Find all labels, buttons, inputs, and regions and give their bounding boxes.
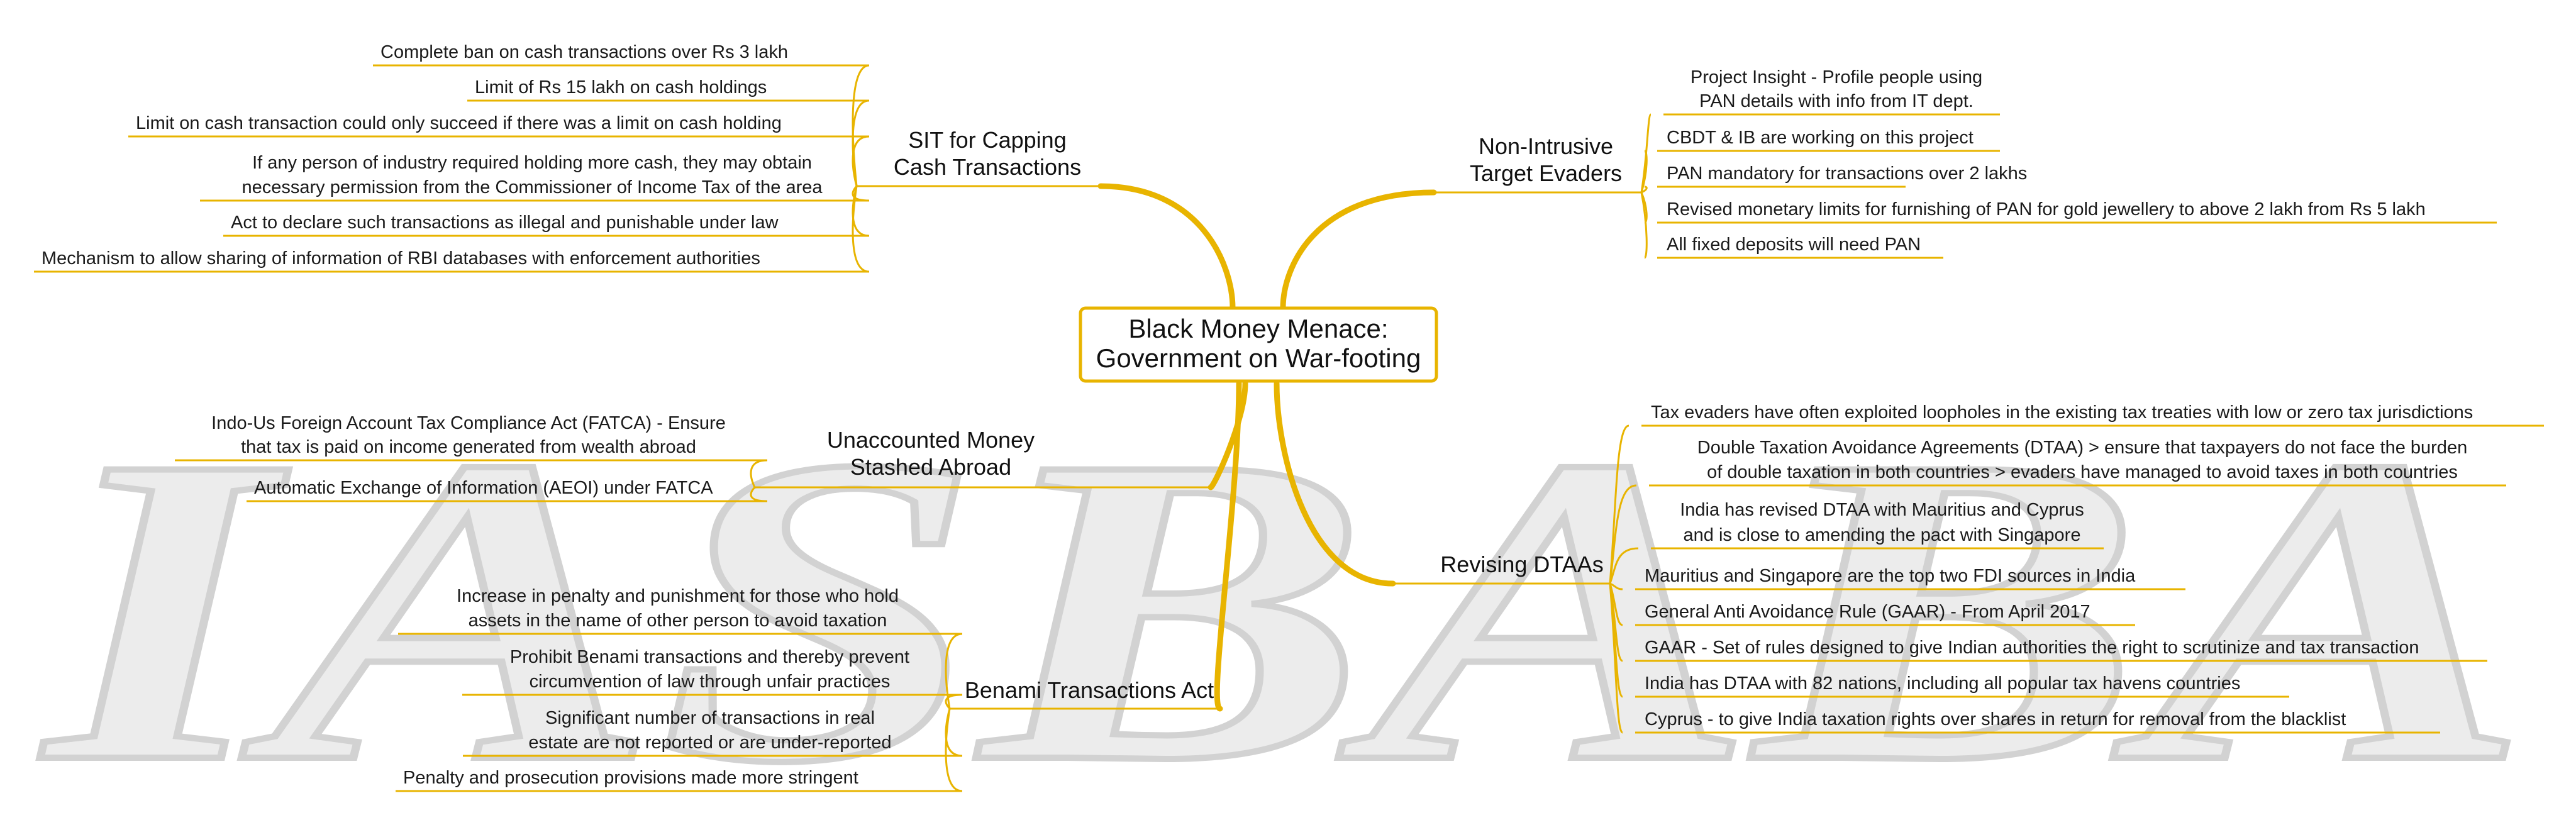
leaf-text: Mauritius and Singapore are the top two … [1645,566,2136,586]
leaf-connector [1609,547,1639,584]
leaf-node[interactable]: Double Taxation Avoidance Agreements (DT… [1609,438,2506,584]
leaf-text: Penalty and prosecution provisions made … [403,768,858,788]
leaf-node[interactable]: Limit on cash transaction could only suc… [128,113,870,187]
topic-label-line: Target Evaders [1470,160,1622,186]
leaf-text: Limit on cash transaction could only suc… [136,113,782,133]
leaf-connector [1609,582,1623,590]
leaf-node[interactable]: Indo-Us Foreign Account Tax Compliance A… [175,413,768,488]
topic-label-line: Revising DTAAs [1440,551,1603,577]
branch-connector-unaccounted [1208,380,1248,490]
topic-label-line: Non-Intrusive [1479,133,1613,159]
leaf-node[interactable]: Increase in penalty and punishment for t… [398,586,963,709]
leaf-text: Prohibit Benami transactions and thereby… [510,647,909,667]
leaf-connector [852,185,870,273]
leaf-node[interactable]: India has revised DTAA with Mauritius an… [1609,500,2104,584]
leaf-text: If any person of industry required holdi… [252,153,812,173]
leaf-text: Revised monetary limits for furnishing o… [1667,199,2426,219]
leaf-text: and is close to amending the pact with S… [1684,525,2081,545]
leaf-connector [945,633,963,709]
leaf-text: Automatic Exchange of Information (AEOI)… [254,478,713,498]
leaf-node[interactable]: All fixed deposits will need PAN [1640,192,1943,259]
leaf-node[interactable]: Automatic Exchange of Information (AEOI)… [247,478,768,502]
topic-label-line: Stashed Abroad [850,454,1011,480]
leaf-connector [1609,583,1624,734]
central-topic[interactable]: Black Money Menace: Government on War-fo… [1079,306,1438,383]
leaf-text: Double Taxation Avoidance Agreements (DT… [1697,438,2467,458]
leaf-text: assets in the name of other person to av… [469,611,887,631]
topic-benami[interactable]: Benami Transactions Act [950,677,1220,710]
leaf-text: Significant number of transactions in re… [545,708,875,728]
leaf-node[interactable]: Project Insight - Profile people usingPA… [1640,67,2000,193]
leaf-connector [852,64,870,187]
central-topic-line-1: Black Money Menace: [1128,314,1388,343]
leaf-node[interactable]: PAN mandatory for transactions over 2 la… [1641,163,2027,194]
branch-connector-sit [1097,183,1236,311]
leaf-text: General Anti Avoidance Rule (GAAR) - Fro… [1645,602,2090,622]
leaf-node[interactable]: Revised monetary limits for furnishing o… [1640,192,2497,224]
leaf-text: PAN details with info from IT dept. [1699,91,1974,111]
leaf-text: India has revised DTAA with Mauritius an… [1680,500,2084,520]
leaf-text: Act to declare such transactions as ille… [231,213,779,233]
leaf-text: circumvention of law through unfair prac… [530,672,891,692]
branch-connector-benami [1214,380,1242,712]
leaf-node[interactable]: Cyprus - to give India taxation rights o… [1609,583,2440,734]
leaf-connector [945,708,963,792]
topic-dtaa[interactable]: Revising DTAAs [1393,551,1610,585]
leaf-text: Complete ban on cash transactions over R… [380,42,788,62]
leaf-connector [1609,484,1637,584]
leaf-text: GAAR - Set of rules designed to give Ind… [1645,638,2419,658]
leaf-node[interactable]: Mechanism to allow sharing of informatio… [34,185,870,273]
leaf-text: estate are not reported or are under-rep… [528,733,891,753]
leaf-node[interactable]: Tax evaders have often exploited loophol… [1609,402,2544,584]
leaf-text: All fixed deposits will need PAN [1667,235,1921,255]
leaf-connector [1609,424,1629,584]
leaf-node[interactable]: If any person of industry required holdi… [200,153,870,202]
leaf-node[interactable]: CBDT & IB are working on this project [1640,128,2000,193]
leaf-text: of double taxation in both countries > e… [1707,462,2458,482]
branch-connector-nonintrusive [1280,189,1437,311]
leaf-text: Increase in penalty and punishment for t… [457,586,899,606]
leaf-node[interactable]: General Anti Avoidance Rule (GAAR) - Fro… [1609,583,2135,626]
leaf-node[interactable]: Limit of Rs 15 lakh on cash holdings [467,77,870,187]
leaf-node[interactable]: Prohibit Benami transactions and thereby… [462,647,963,710]
leaf-text: Limit of Rs 15 lakh on cash holdings [475,77,767,97]
leaf-text: that tax is paid on income generated fro… [241,437,696,457]
leaf-text: Cyprus - to give India taxation rights o… [1645,709,2346,729]
leaf-node[interactable]: Mauritius and Singapore are the top two … [1609,566,2185,590]
leaf-text: Project Insight - Profile people using [1690,67,1982,87]
leaf-text: PAN mandatory for transactions over 2 la… [1667,163,2027,184]
topic-label-line: Unaccounted Money [827,427,1035,453]
leaf-connector [1641,185,1648,194]
leaf-connector [852,99,870,187]
topic-label-line: Benami Transactions Act [965,677,1214,703]
leaf-connector [1640,192,1648,259]
topic-label-line: Cash Transactions [894,154,1081,180]
leaf-connector [1640,113,1652,193]
leaf-text: Mechanism to allow sharing of informatio… [42,248,760,269]
branch-connector-dtaa [1274,380,1396,587]
central-topic-line-2: Government on War-footing [1096,343,1421,373]
leaf-text: Tax evaders have often exploited loophol… [1651,402,2473,423]
leaf-node[interactable]: Significant number of transactions in re… [463,708,963,757]
topic-label-line: SIT for Capping [908,127,1066,153]
leaf-text: necessary permission from the Commission… [242,177,823,197]
leaf-connector [1640,150,1648,193]
central-topic-box [1079,306,1438,383]
leaf-node[interactable]: India has DTAA with 82 nations, includin… [1609,583,2289,698]
leaf-text: Indo-Us Foreign Account Tax Compliance A… [211,413,726,433]
leaf-text: India has DTAA with 82 nations, includin… [1645,673,2240,694]
leaf-node[interactable]: GAAR - Set of rules designed to give Ind… [1609,583,2487,662]
leaf-text: CBDT & IB are working on this project [1667,128,1974,148]
leaf-node[interactable]: Penalty and prosecution provisions made … [396,708,963,792]
